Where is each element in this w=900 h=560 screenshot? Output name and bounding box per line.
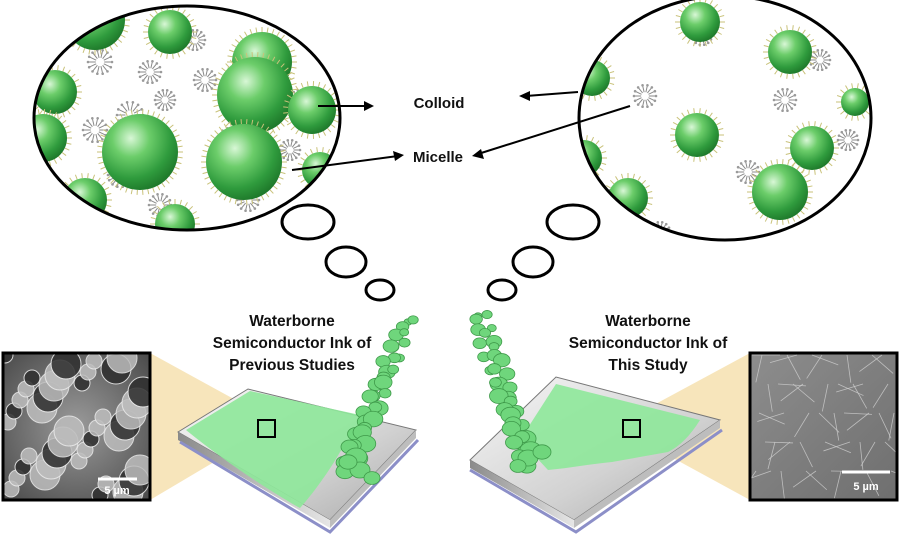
right-colloid-0: [675, 0, 725, 47]
right-scale-bar-label: 5 µm: [853, 481, 879, 493]
right-substrate-side: [574, 420, 720, 528]
micelle-label: Micelle: [413, 149, 463, 166]
arrow-colloid-right: [519, 91, 579, 101]
right-ink-droplet-14: [499, 367, 516, 381]
left-panel-title-line2: Semiconductor Ink of: [213, 335, 372, 352]
left-thought-trail: [280, 203, 396, 302]
right-substrate-edge: [470, 460, 574, 528]
left-colloid-6: [283, 81, 340, 139]
center-labels: Colloid Micelle: [291, 91, 631, 171]
left-ink-droplet-12: [387, 364, 400, 375]
right-colloid-5: [785, 121, 839, 175]
left-micelle-5: [192, 67, 218, 93]
left-micelle-3: [137, 59, 163, 85]
right-thought-bubble: [577, 0, 873, 242]
right-ink-droplet-35: [532, 444, 552, 460]
right-ink-droplet-19: [489, 388, 509, 404]
left-colloid-13: [34, 183, 49, 217]
left-colloid-1: [143, 6, 197, 59]
left-substrate-underline: [179, 438, 420, 534]
right-ink-droplet-13: [487, 363, 502, 375]
left-ink-stream: [335, 315, 419, 485]
right-ink-droplet-2: [469, 313, 483, 325]
right-colloid-6: [603, 173, 653, 223]
left-ink-droplet-7: [382, 339, 400, 353]
left-ink-droplet-36: [338, 454, 358, 470]
right-panel-title-line1: Waterborne: [605, 313, 691, 330]
left-trail-circle-small: [364, 278, 396, 302]
right-thought-trail: [486, 203, 601, 302]
left-colloid-5: [212, 52, 298, 138]
right-colloid-1: [763, 25, 817, 79]
left-panel-title-line3: Previous Studies: [229, 357, 355, 374]
right-ink-droplet-29: [505, 435, 523, 450]
right-substrate-underline: [469, 428, 723, 534]
right-ink-droplet-11: [493, 353, 511, 368]
right-sem-image: 5 µm: [748, 351, 899, 502]
left-colloid-8: [201, 119, 287, 205]
right-trail-circle-small: [486, 278, 518, 302]
left-ink-droplet-18: [361, 389, 379, 404]
right-ink-stream: [469, 310, 552, 474]
right-ink-droplet-5: [478, 327, 491, 338]
right-micelle-2: [772, 87, 798, 113]
right-micelle-7: [808, 48, 832, 72]
right-zoom-marker: [622, 419, 641, 438]
left-ink-panel: Waterborne Semiconductor Ink of Previous…: [1, 313, 420, 534]
colloid-label: Colloid: [414, 95, 465, 112]
left-ink-droplet-1: [407, 315, 419, 325]
left-ink-droplet-35: [363, 471, 381, 485]
right-trail-circle-medium: [511, 245, 555, 279]
left-zoom-marker: [257, 419, 276, 438]
right-ink-film: [520, 384, 700, 470]
right-panel-title-line2: Semiconductor Ink of: [569, 335, 728, 352]
right-ink-droplet-16: [489, 377, 502, 388]
arrow-micelle-left: [291, 151, 404, 171]
right-ink-droplet-6: [472, 337, 487, 350]
right-micelle-3: [735, 159, 761, 185]
left-ink-droplet-5: [398, 337, 411, 348]
left-ink-droplet-15: [374, 374, 393, 390]
left-colloid-3: [97, 109, 183, 195]
left-scale-bar-label: 5 µm: [104, 485, 130, 497]
right-trail-circle-large: [545, 203, 601, 241]
left-panel-title-line1: Waterborne: [249, 313, 335, 330]
left-ink-droplet-4: [399, 328, 410, 337]
left-ink-droplet-16: [378, 388, 392, 399]
left-micelle-4: [153, 88, 177, 112]
arrow-micelle-right: [472, 105, 631, 159]
left-substrate-edge: [178, 432, 330, 528]
left-sem-image: 5 µm: [1, 351, 152, 502]
left-trail-circle-large: [280, 203, 336, 241]
left-colloid-10: [150, 199, 200, 230]
right-micelle-5: [836, 128, 860, 152]
right-micelle-0: [632, 83, 658, 109]
right-colloid-8: [836, 83, 871, 121]
right-ink-droplet-1: [481, 310, 493, 320]
right-colloid-7: [747, 159, 813, 225]
right-panel-title-line3: This Study: [608, 357, 688, 374]
right-ink-droplet-36: [509, 459, 527, 473]
left-colloid-7: [34, 109, 72, 167]
right-ink-panel: Waterborne Semiconductor Ink of This Stu…: [469, 310, 899, 534]
left-ink-film: [186, 391, 364, 508]
arrow-colloid-left: [318, 101, 374, 111]
right-colloid-3: [670, 108, 724, 162]
left-trail-circle-medium: [324, 245, 368, 279]
left-micelle-0: [86, 49, 114, 75]
